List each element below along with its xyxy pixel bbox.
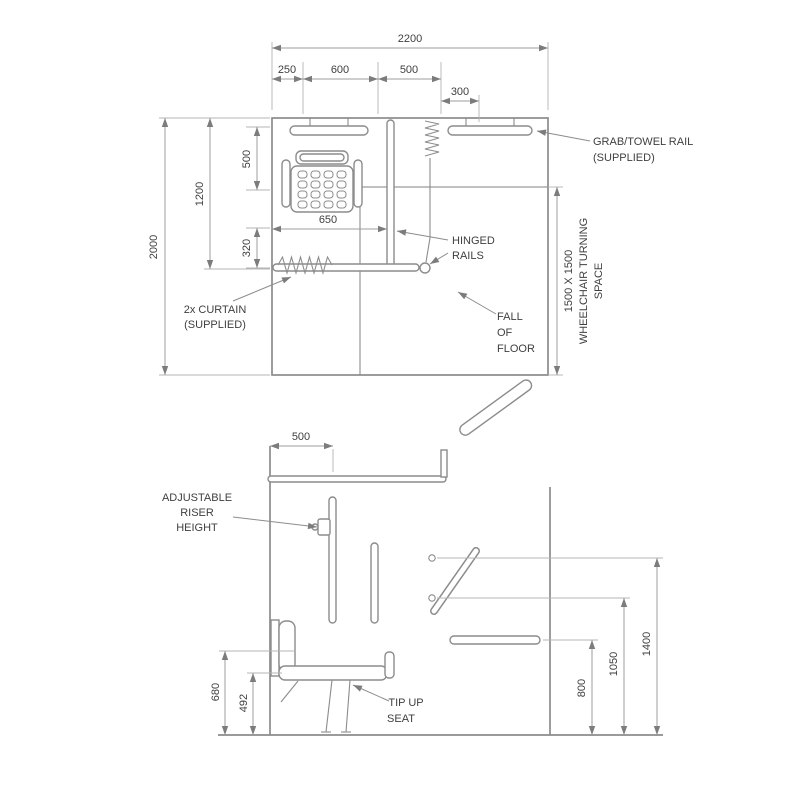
door-leaf (459, 379, 533, 436)
turning-space-label-line3: SPACE (593, 263, 605, 299)
fall-label-line1: FALL (497, 311, 523, 323)
riser-label-line2: RISER (180, 507, 214, 519)
shower-curtain (277, 254, 333, 276)
curtain-label-line2: (SUPPLIED) (184, 319, 246, 331)
dim-500-top: 500 (400, 64, 418, 76)
riser-height-leader (232, 516, 318, 530)
dim-2000: 2000 (148, 235, 160, 259)
shower-hose-coil (424, 120, 440, 263)
diagonal-grab-rail (430, 547, 480, 615)
hinged-rails-leader-1 (396, 229, 449, 241)
dim-680: 680 (210, 683, 222, 701)
dim-1400: 1400 (641, 632, 653, 656)
dim-300: 300 (451, 86, 469, 98)
hinged-rail-horizontal (272, 263, 420, 272)
riser-shower-holder (317, 518, 331, 536)
plan-view: 2200 250 600 500 300 2000 1200 500 320 6… (148, 33, 693, 436)
dim-2200: 2200 (398, 33, 422, 45)
grab-rail-leader (536, 129, 591, 142)
fall-of-floor-leader (457, 291, 497, 315)
hand-shower (384, 651, 395, 679)
grab-rail-label-line1: GRAB/TOWEL RAIL (593, 136, 693, 148)
turning-space-label-line2: WHEELCHAIR TURNING (578, 218, 590, 344)
riser-label-line1: ADJUSTABLE (162, 492, 232, 504)
grab-rail-label-line2: (SUPPLIED) (593, 152, 655, 164)
dim-1200: 1200 (194, 182, 206, 206)
shower-chair (281, 150, 363, 213)
elevation-dimension-lines (221, 442, 661, 735)
floor-drain (419, 262, 431, 274)
curtain-leader (232, 276, 292, 302)
dim-250: 250 (278, 64, 296, 76)
vertical-grab-rail (370, 542, 379, 624)
elevation-extension-lines (219, 449, 663, 674)
hinged-rail-vertical (386, 119, 395, 269)
plan-dimension-lines (161, 44, 561, 375)
tip-up-seat-leader (352, 684, 390, 702)
horizontal-grab-rail (449, 635, 541, 645)
dim-500-riser: 500 (292, 431, 310, 443)
fixing-point-upper (428, 554, 436, 562)
turning-space-label-line1: 1500 X 1500 (563, 250, 575, 312)
curtain-rail (267, 475, 447, 483)
grab-towel-rail-right (447, 118, 533, 136)
dim-600: 600 (331, 64, 349, 76)
curtain-rail-ceiling-support (440, 449, 448, 478)
hinged-rails-label-line1: HINGED (452, 235, 495, 247)
hinged-rails-label-line2: RAILS (452, 250, 484, 262)
hinged-rails-leader-2 (429, 252, 449, 265)
riser-rail (328, 496, 337, 624)
fall-label-line2: OF (497, 327, 513, 339)
fixing-point-lower (428, 594, 436, 602)
tip-up-seat-label-line2: SEAT (387, 713, 415, 725)
dim-320: 320 (241, 239, 253, 257)
riser-label-line3: HEIGHT (176, 522, 218, 534)
dim-800: 800 (576, 679, 588, 697)
dim-650: 650 (319, 214, 337, 226)
wheelchair-turning-space (359, 186, 549, 376)
dim-492: 492 (238, 694, 250, 712)
tip-up-seat-label-line1: TIP UP (388, 697, 423, 709)
elevation-view: 500 680 492 800 1050 1400 ADJUSTABLE RIS… (162, 431, 663, 736)
dim-1050: 1050 (608, 652, 620, 676)
tip-up-seat (270, 619, 388, 733)
dim-500-left: 500 (241, 150, 253, 168)
curtain-label-line1: 2x CURTAIN (184, 304, 247, 316)
fall-label-line3: FLOOR (497, 343, 535, 355)
grab-towel-rail-left (289, 118, 369, 136)
plan-extension-lines (159, 42, 563, 376)
chair-drain-slots (297, 170, 347, 209)
